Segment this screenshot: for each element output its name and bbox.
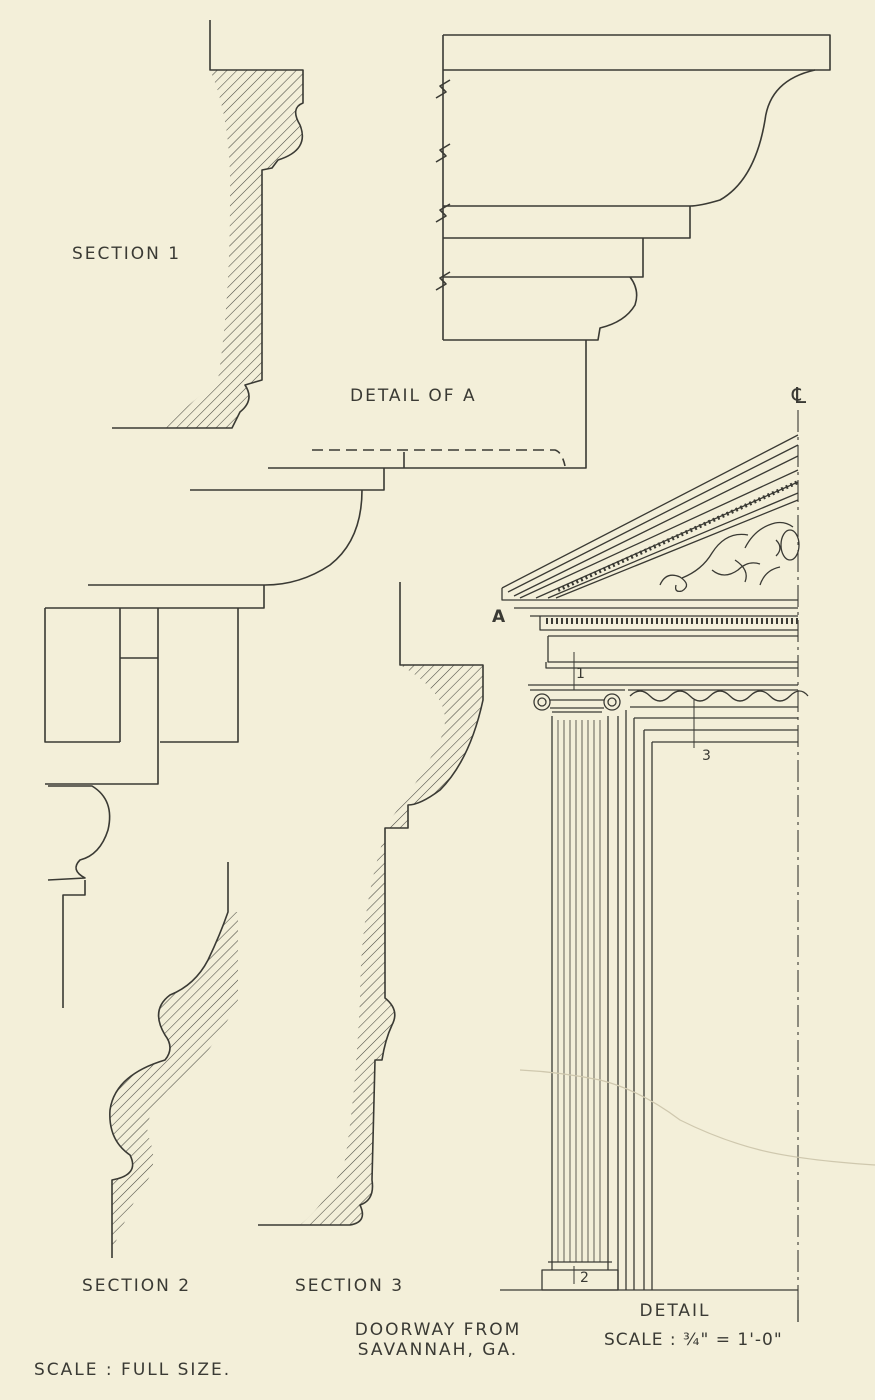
- doorway-title-line-1: DOORWAY FROM: [354, 1320, 522, 1340]
- centerline-symbol: ℄: [792, 384, 807, 409]
- doorway-title-line-2: SAVANNAH, GA.: [357, 1340, 519, 1360]
- doorway-elevation: [500, 410, 809, 1322]
- reference-1-label: 1: [576, 666, 586, 682]
- detail-of-a-cornice: [268, 34, 831, 469]
- reference-2-label: 2: [580, 1270, 590, 1286]
- section-2-label: SECTION 2: [82, 1276, 192, 1296]
- detail-scale-label: SCALE : ¾" = 1'-0": [604, 1330, 783, 1350]
- section-1-profile: [112, 20, 304, 429]
- section-3-profile: [258, 582, 484, 1226]
- reference-3-label: 3: [702, 748, 712, 764]
- section-3-label: SECTION 3: [295, 1276, 405, 1296]
- section-1-label: SECTION 1: [72, 244, 182, 264]
- detail-title-label: DETAIL: [639, 1301, 711, 1321]
- section-2-profile: [109, 862, 238, 1258]
- detail-of-a-label: DETAIL OF A: [350, 386, 477, 406]
- lower-cornice-profile: [44, 468, 385, 1008]
- scale-full-size-label: SCALE : FULL SIZE.: [34, 1360, 232, 1380]
- marker-a-label: A: [492, 607, 506, 627]
- paper-crease: [519, 1069, 875, 1166]
